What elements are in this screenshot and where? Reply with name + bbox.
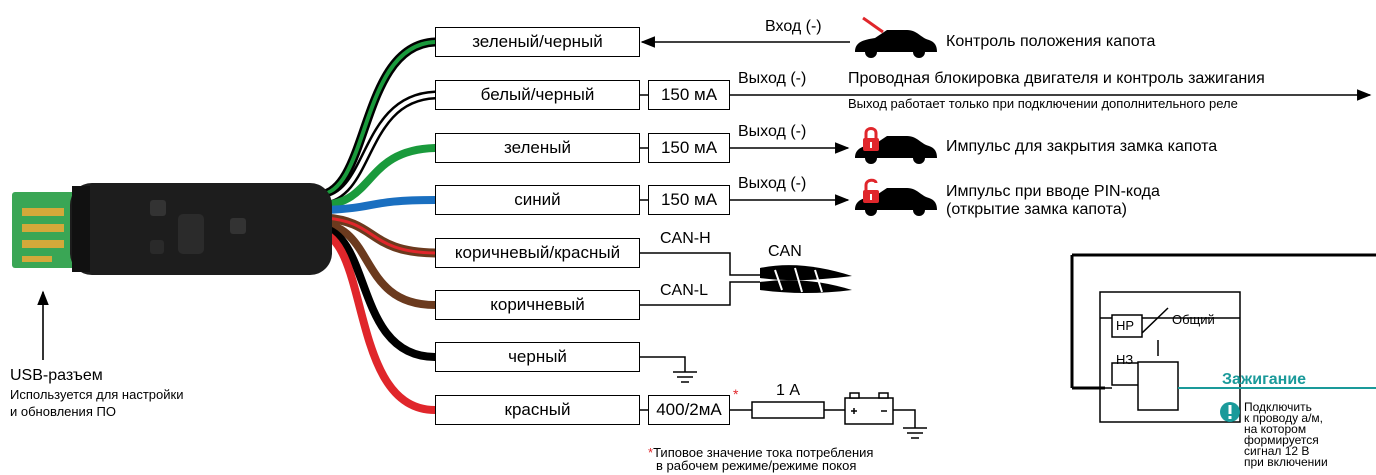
relay-note-1: Подключить [1244,402,1312,414]
relay-note: Подключить к проводу а/м, на котором фор… [1244,402,1374,475]
wire-label-black: черный [435,342,640,372]
relay-note-5: сигнал 12 В [1244,444,1310,458]
footnote-line2: в рабочем режиме/режиме покоя [656,458,857,473]
relay-nc-label: НЗ [1116,352,1134,367]
fuse-icon [751,401,825,419]
relay-title: Зажигание [1222,371,1307,388]
wire-label-brown: коричневый [435,290,640,320]
can-twisted-pair-icon [760,265,852,293]
car-icon-lock [855,127,937,164]
usb-desc-line2: и обновления ПО [10,404,116,419]
can-label: CAN [768,243,802,260]
ground-icon-1 [640,356,697,383]
module-body [70,183,332,275]
wire-label-brown-red: коричневый/красный [435,238,640,268]
can-lines [640,252,760,306]
can-l-label: CAN-L [660,282,709,299]
direction-output-2: Выход (-) [738,123,807,140]
relay-note-3: на котором [1244,422,1307,436]
relay-note-4: формируется [1244,433,1319,447]
usb-desc-line1: Используется для настройки [10,387,184,402]
function-pin-line2: (открытие замка капота) [946,201,1127,218]
direction-input: Вход (-) [765,18,822,35]
car-icon-unlock [855,178,937,216]
direction-output-1: Выход (-) [738,70,807,87]
battery-icon [844,392,894,425]
wire-label-white-black: белый/черный [435,80,640,110]
current-box-3: 150 мА [648,185,730,215]
function-pin-line1: Импульс при вводе PIN-кода [946,183,1160,200]
current-box-2: 150 мА [648,133,730,163]
relay-note-2: к проводу а/м, [1244,411,1324,425]
footnote-star: * [648,445,654,460]
function-hood-lock: Импульс для закрытия замка капота [946,138,1218,155]
function-engine-block: Проводная блокировка двигателя и контрол… [848,70,1265,87]
car-icon-hood [855,16,937,58]
relay-no-label: НР [1116,318,1135,333]
connector-lines [640,94,648,411]
function-hood-control: Контроль положения капота [946,33,1156,50]
wire-label-green-black: зеленый/черный [435,27,640,57]
fuse-label: 1 А [776,382,801,399]
relay-common-label: Общий [1172,312,1215,327]
relay-diagram [1070,253,1376,423]
current-box-1: 150 мА [648,80,730,110]
footnote-line1: *Типовое значение тока потребления [648,446,873,460]
relay-note-6: при включении [1244,455,1328,469]
wire-label-blue: синий [435,185,640,215]
usb-title: USB-разъем [10,367,103,384]
function-engine-block-note: Выход работает только при подключении до… [848,96,1238,111]
direction-output-3: Выход (-) [738,175,807,192]
usb-connector [12,192,82,268]
current-box-4: 400/2мА [648,395,730,425]
wire-label-green: зеленый [435,133,640,163]
footnote-star-marker: * [733,386,739,402]
power-circuit [730,392,927,439]
warning-icon [1220,402,1240,422]
wire-label-red: красный [435,395,640,425]
footnote-text-1: Типовое значение тока потребления [653,445,874,460]
wire-bundle [315,37,440,414]
can-h-label: CAN-H [660,230,711,247]
